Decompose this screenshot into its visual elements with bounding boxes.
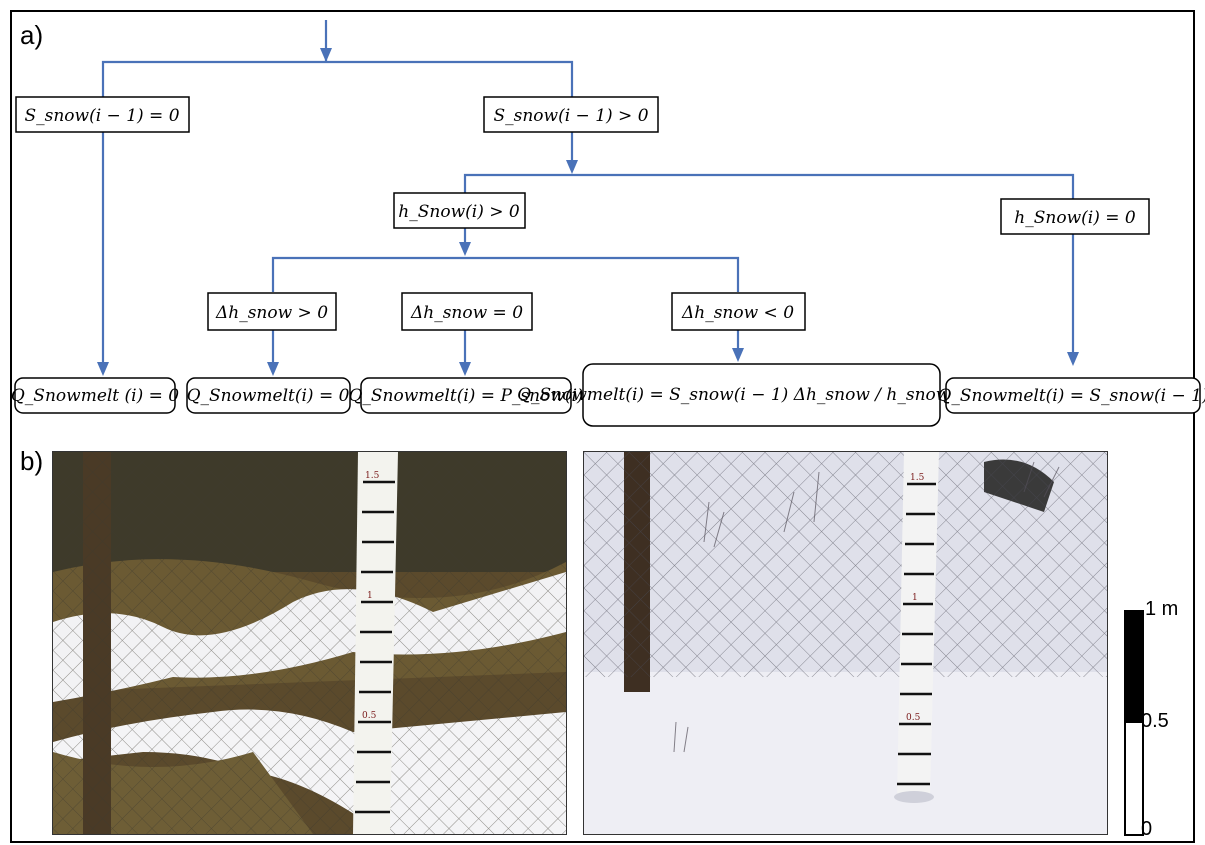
scale-label-mid: 0.5	[1141, 710, 1169, 732]
svg-text:S_snow(i − 1) = 0: S_snow(i − 1) = 0	[24, 106, 179, 126]
svg-text:1.5: 1.5	[365, 471, 380, 481]
snow-stake-left: 1.5 1 0.5	[353, 452, 398, 834]
arrowheads	[97, 48, 1079, 376]
svg-text:Q_Snowmelt (i) = 0: Q_Snowmelt (i) = 0	[11, 386, 179, 406]
svg-text:Q_Snowmelt(i) = 0: Q_Snowmelt(i) = 0	[187, 386, 350, 406]
photo-full-snow-drawing: 1.5 1 0.5	[584, 452, 1107, 834]
outcome-2: Q_Snowmelt(i) = 0	[186, 377, 351, 414]
outcome-3: Q_Snowmelt(i) = P_snow(i)	[348, 377, 584, 414]
node-dh-zero: Δh_snow = 0	[401, 292, 533, 331]
scale-label-bottom: 0	[1141, 818, 1153, 840]
svg-text:1: 1	[367, 591, 373, 601]
svg-text:h_Snow(i) = 0: h_Snow(i) = 0	[1014, 208, 1136, 228]
photo-partial-snow: 1.5 1 0.5	[52, 451, 567, 835]
svg-text:Δh_snow = 0: Δh_snow = 0	[410, 303, 523, 323]
photo-partial-snow-drawing: 1.5 1 0.5	[53, 452, 566, 834]
svg-text:1.5: 1.5	[910, 473, 925, 483]
node-h-pos: h_Snow(i) > 0	[393, 192, 526, 229]
panel-b-label: b)	[20, 446, 44, 476]
svg-text:1: 1	[912, 593, 918, 603]
svg-text:Δh_snow > 0: Δh_snow > 0	[215, 303, 328, 323]
scale-bar-black-half	[1126, 612, 1142, 723]
decision-tree: S_snow(i − 1) = 0 S_snow(i − 1) > 0 h_Sn…	[11, 20, 1205, 427]
node-dh-pos: Δh_snow > 0	[207, 292, 337, 331]
node-s-pos: S_snow(i − 1) > 0	[483, 96, 659, 133]
photo-full-snow: 1.5 1 0.5	[583, 451, 1108, 835]
connectors	[101, 20, 1075, 366]
scale-label-top: 1 m	[1145, 598, 1179, 620]
node-s-zero: S_snow(i − 1) = 0	[15, 96, 190, 133]
svg-text:0.5: 0.5	[906, 713, 921, 723]
svg-text:h_Snow(i) > 0: h_Snow(i) > 0	[398, 202, 520, 222]
svg-text:0.5: 0.5	[362, 711, 377, 721]
panel-a-label: a)	[20, 20, 44, 50]
node-h-zero: h_Snow(i) = 0	[1000, 198, 1150, 235]
node-dh-neg: Δh_snow < 0	[671, 292, 806, 331]
outcome-5: Q_Snowmelt(i) = S_snow(i − 1)	[937, 377, 1205, 414]
svg-text:Q_Snowmelt(i) = S_snow(i − 1): Q_Snowmelt(i) = S_snow(i − 1)	[937, 386, 1205, 406]
outcome-1: Q_Snowmelt (i) = 0	[11, 377, 179, 414]
scale-bar	[1124, 610, 1144, 836]
svg-text:S_snow(i − 1) > 0: S_snow(i − 1) > 0	[493, 106, 648, 126]
svg-text:Q_Snowmelt(i) = S_snow(i − 1): Q_Snowmelt(i) = S_snow(i − 1) Δh_snow / …	[517, 385, 1005, 405]
outcome-4: Q_Snowmelt(i) = S_snow(i − 1) Δh_snow / …	[517, 363, 1005, 427]
snow-stake-right: 1.5 1 0.5	[894, 452, 939, 803]
svg-text:Δh_snow < 0: Δh_snow < 0	[681, 303, 794, 323]
svg-text:Q_Snowmelt(i) = P_snow(i): Q_Snowmelt(i) = P_snow(i)	[348, 386, 583, 406]
